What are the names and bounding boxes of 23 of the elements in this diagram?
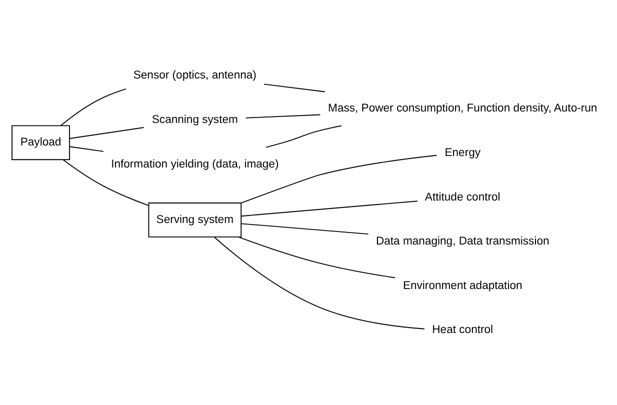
- connector: [69, 146, 104, 152]
- node-text: Heat control: [432, 324, 494, 336]
- connector: [266, 124, 342, 148]
- connector: [69, 126, 144, 138]
- node-text: Data managing, Data transmission: [376, 235, 550, 248]
- connector: [240, 222, 369, 234]
- connector: [240, 154, 438, 203]
- connector: [214, 236, 425, 329]
- node-text: Scanning system: [152, 113, 238, 126]
- node-box: Payload: [12, 124, 70, 160]
- node-text: Attitude control: [424, 190, 500, 203]
- connector: [60, 88, 126, 126]
- connector: [62, 158, 149, 206]
- node-text: Mass, Power consumption, Function density, Auto-run: [328, 102, 598, 114]
- connector: [245, 114, 321, 118]
- connector: [264, 83, 326, 92]
- node-text: Environment adaptation: [402, 279, 522, 292]
- connector: [240, 200, 418, 216]
- node-box: Serving system: [148, 202, 242, 237]
- node-text: Sensor (optics, antenna): [133, 69, 256, 82]
- node-text: Energy: [444, 146, 481, 158]
- node-text: Information yielding (data, image): [111, 158, 279, 170]
- connector: [238, 236, 396, 278]
